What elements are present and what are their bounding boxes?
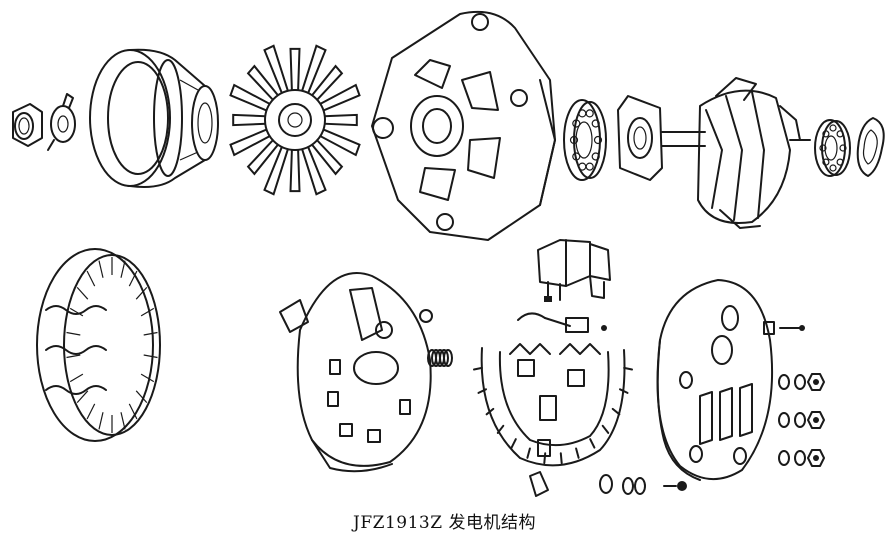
stator-slot	[66, 354, 81, 359]
rear-cover-icon	[656, 279, 774, 481]
washer	[794, 374, 806, 390]
bearing-ball	[572, 119, 581, 128]
spring-coil	[443, 349, 453, 367]
heat-sink-tooth	[496, 424, 505, 434]
keyhole-ring-icon	[856, 117, 885, 177]
screw-nut-set-icon	[599, 321, 825, 495]
bearing-ball	[822, 130, 830, 138]
coil-spring-icon	[427, 349, 453, 367]
heat-sink-tooth	[473, 366, 483, 371]
brush-holder-icon	[517, 312, 607, 333]
stator-slot	[128, 403, 138, 420]
stator-slot	[135, 286, 148, 300]
stator-slot	[76, 390, 89, 404]
heat-sink-tooth	[575, 447, 580, 459]
heat-sink-tooth	[543, 452, 547, 465]
bearing-ball	[819, 144, 827, 152]
stator-slot	[98, 412, 104, 430]
fan-blade	[289, 47, 301, 92]
bearing-ball	[839, 144, 847, 152]
heat-sink-tooth	[526, 447, 531, 459]
heat-sink-tooth	[589, 438, 596, 449]
retainer-plate-icon	[617, 95, 663, 181]
stator-slot	[86, 270, 96, 287]
bearing-ball	[578, 162, 587, 171]
stator-slot	[143, 354, 158, 359]
stator-slot	[143, 331, 158, 336]
pulley-icon	[89, 48, 219, 188]
stator-winding-icon	[36, 248, 161, 442]
stator-slot	[86, 403, 96, 420]
bearing-ball	[585, 162, 594, 171]
heat-sink-tooth	[485, 407, 495, 416]
heat-sink-tooth	[477, 388, 487, 394]
tab-washer-icon	[47, 93, 76, 151]
rear-ball-bearing-icon	[814, 119, 851, 177]
stator-slot	[66, 331, 81, 336]
bearing-ball	[585, 109, 594, 118]
stator-slot	[135, 390, 148, 404]
heat-sink-tooth	[510, 438, 517, 449]
stator-slot	[69, 307, 84, 317]
bearing-ball	[591, 119, 600, 128]
rear-housing-icon	[279, 272, 433, 473]
cooling-fan-icon	[229, 44, 361, 196]
stator-slot	[76, 286, 89, 300]
bearing-ball	[578, 109, 587, 118]
hex-nut-icon	[12, 103, 43, 147]
voltage-regulator-icon	[537, 239, 611, 302]
bearing-ball	[836, 158, 844, 166]
nut-hole	[813, 417, 819, 423]
stator-slot	[120, 260, 126, 278]
bearing-ball	[829, 124, 837, 132]
ball-bearing-icon	[563, 99, 607, 181]
bearing-ball	[822, 158, 830, 166]
stator-slot	[98, 260, 104, 278]
heat-sink-tooth	[601, 424, 610, 434]
washer	[778, 412, 790, 428]
nut	[807, 449, 825, 467]
stator-slot	[140, 307, 155, 317]
bearing-ball	[829, 164, 837, 172]
stator-slot	[69, 373, 84, 383]
fan-blade	[289, 148, 301, 193]
heat-sink-tooth	[559, 452, 563, 465]
claw-pole-rotor-icon	[661, 77, 811, 229]
washer	[778, 450, 790, 466]
stator-slot	[120, 412, 126, 430]
nut	[807, 411, 825, 429]
end-cover-icon	[371, 10, 556, 241]
washer	[778, 374, 790, 390]
fan-blade	[232, 113, 271, 127]
nut	[807, 373, 825, 391]
stator-slot	[140, 373, 155, 383]
spring-coil	[439, 349, 449, 367]
fan-blade	[319, 113, 358, 127]
bearing-ball	[836, 130, 844, 138]
bearing-ball	[569, 135, 579, 145]
diagram-caption: JFZ1913Z 发电机结构	[353, 513, 536, 533]
bearing-ball	[572, 152, 581, 161]
bearing-ball	[591, 152, 600, 161]
heat-sink-tooth	[623, 366, 633, 371]
nut-hole	[813, 379, 819, 385]
washer	[794, 412, 806, 428]
nut-hole	[813, 455, 819, 461]
screw-tip	[799, 325, 805, 331]
bearing-ball	[593, 135, 603, 145]
washer	[794, 450, 806, 466]
stator-slot	[128, 270, 138, 287]
heat-sink-tooth	[619, 388, 629, 394]
rectifier-bridge-icon	[473, 343, 633, 497]
screw-head	[763, 321, 775, 335]
heat-sink-tooth	[611, 407, 621, 416]
